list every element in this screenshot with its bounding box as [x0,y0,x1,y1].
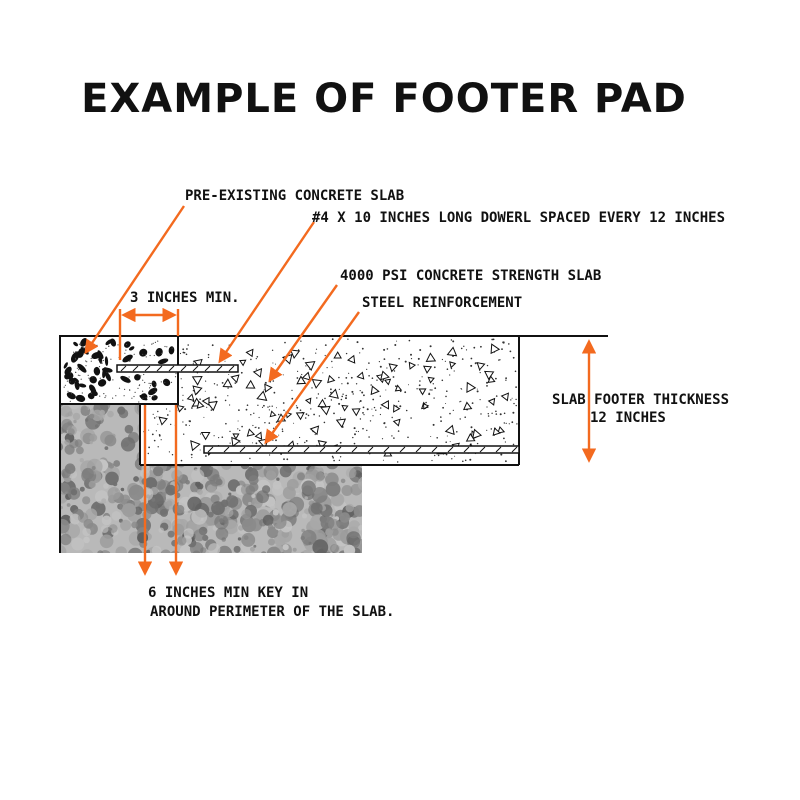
label-thickness-line2: 12 INCHES [590,410,666,426]
soil-base [60,404,362,553]
label-thickness-line1: SLAB FOOTER THICKNESS [552,392,729,408]
label-key-line1: 6 INCHES MIN KEY IN [148,585,308,601]
leader-psi [268,284,338,383]
pre-existing-slab [63,338,177,403]
steel-reinforcement-bar [203,445,520,454]
label-existing-slab: PRE-EXISTING CONCRETE SLAB [185,188,404,204]
leader-dowel [218,221,315,364]
new-concrete-slab [143,338,518,463]
label-rebar: STEEL REINFORCEMENT [362,295,522,311]
leader-rebar [264,311,360,445]
dowel-bar [116,364,239,373]
label-psi: 4000 PSI CONCRETE STRENGTH SLAB [340,268,601,284]
leader-existing-slab [84,205,185,355]
label-min3: 3 INCHES MIN. [130,290,240,306]
label-dowel: #4 X 10 INCHES LONG DOWERL SPACED EVERY … [312,210,725,226]
page-title: EXAMPLE OF FOOTER PAD [81,76,687,122]
label-key-line2: AROUND PERIMETER OF THE SLAB. [150,604,394,620]
